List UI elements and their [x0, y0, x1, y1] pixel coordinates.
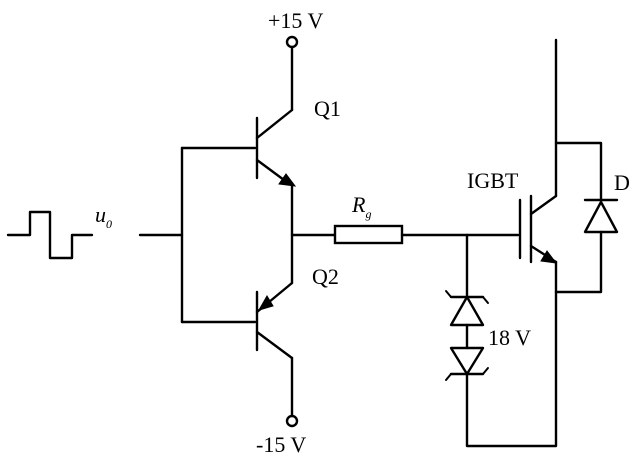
zener-bottom-wire [465, 260, 558, 448]
q2-transistor [255, 281, 294, 360]
igbt-transistor [518, 194, 558, 264]
positive-supply-label: +15 V [268, 8, 324, 33]
q1-transistor [255, 108, 297, 187]
gate-resistor-label: Rg [351, 192, 371, 221]
q1-label: Q1 [314, 96, 341, 121]
freewheeling-diode [583, 198, 619, 234]
negative-supply-label: -15 V [256, 432, 306, 457]
zener-diode-upper [445, 290, 489, 327]
gate-resistor [333, 224, 404, 245]
igbt-label: IGBT [467, 168, 519, 193]
q2-label: Q2 [312, 264, 339, 289]
input-square-wave [6, 210, 94, 260]
zener-voltage-label: 18 V [488, 325, 531, 350]
diode-label: D [614, 170, 630, 195]
input-label: u0 [95, 202, 112, 231]
negative-supply-terminal [285, 414, 299, 428]
diode-top-wire [554, 141, 603, 202]
positive-supply-terminal [285, 35, 299, 49]
diode-bottom-wire [554, 230, 603, 294]
